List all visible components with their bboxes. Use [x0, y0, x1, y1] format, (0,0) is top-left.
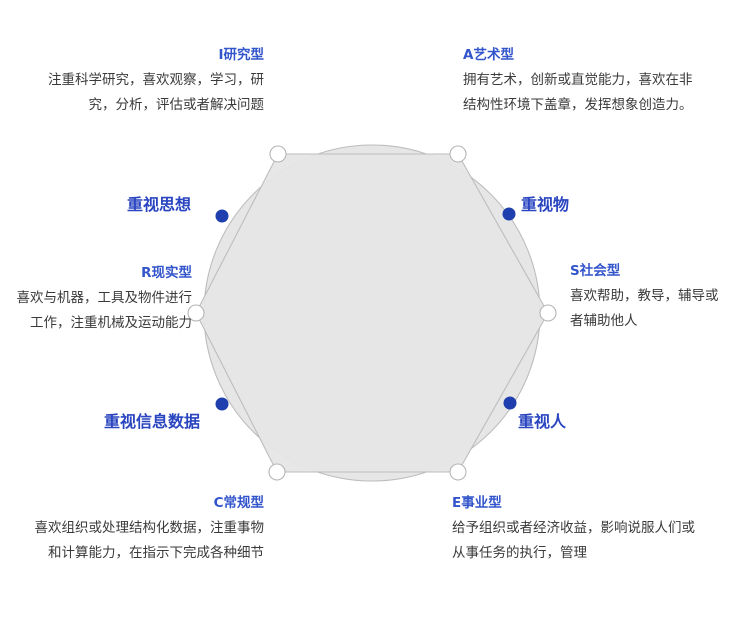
type-block-enterprising: E事业型 给予组织或者经济收益，影响说服人们或从事任务的执行，管理	[452, 492, 700, 566]
emphasis-label-thought: 重视思想	[127, 195, 192, 214]
type-desc-conventional: 喜欢组织或处理结构化数据，注重事物和计算能力，在指示下完成各种细节	[34, 520, 265, 561]
type-title-enterprising: E事业型	[452, 495, 502, 511]
type-title-investigative: I研究型	[218, 47, 264, 63]
hexagon-vertex-investigative	[269, 145, 287, 163]
type-block-artistic: A艺术型 拥有艺术，创新或直觉能力，喜欢在非结构性环境下盖章，发挥想象创造力。	[463, 44, 693, 118]
type-desc-artistic: 拥有艺术，创新或直觉能力，喜欢在非结构性环境下盖章，发挥想象创造力。	[463, 72, 693, 113]
emphasis-marker-thought-dot-icon	[215, 209, 229, 223]
type-desc-enterprising: 给予组织或者经济收益，影响说服人们或从事任务的执行，管理	[452, 520, 695, 561]
type-title-artistic: A艺术型	[463, 47, 514, 63]
emphasis-label-data: 重视信息数据	[104, 412, 201, 431]
type-desc-investigative: 注重科学研究，喜欢观察，学习，研究，分析，评估或者解决问题	[48, 72, 264, 113]
emphasis-marker-people-dot-icon	[503, 396, 517, 410]
emphasis-marker-things-dot-icon	[502, 207, 516, 221]
hexagon-vertex-conventional	[268, 463, 286, 481]
hexagon-vertex-social	[539, 304, 557, 322]
type-block-investigative: I研究型 注重科学研究，喜欢观察，学习，研究，分析，评估或者解决问题	[42, 44, 264, 118]
emphasis-label-people: 重视人	[518, 412, 567, 431]
type-block-conventional: C常规型 喜欢组织或处理结构化数据，注重事物和计算能力，在指示下完成各种细节	[22, 492, 265, 566]
type-block-social: S社会型 喜欢帮助，教导，辅导或者辅助他人	[570, 260, 730, 334]
hexagon-vertex-enterprising	[449, 463, 467, 481]
emphasis-label-things: 重视物	[521, 195, 570, 214]
type-block-realistic: R现实型 喜欢与机器，工具及物件进行工作，注重机械及运动能力	[6, 262, 193, 336]
type-title-social: S社会型	[570, 263, 621, 279]
type-title-realistic: R现实型	[141, 265, 192, 281]
emphasis-marker-data-dot-icon	[215, 397, 229, 411]
hexagon-vertex-artistic	[449, 145, 467, 163]
overlay-circle	[203, 144, 541, 482]
type-desc-social: 喜欢帮助，教导，辅导或者辅助他人	[570, 288, 719, 329]
type-title-conventional: C常规型	[213, 495, 264, 511]
type-desc-realistic: 喜欢与机器，工具及物件进行工作，注重机械及运动能力	[16, 290, 193, 331]
hexagon-polygon	[195, 153, 549, 473]
